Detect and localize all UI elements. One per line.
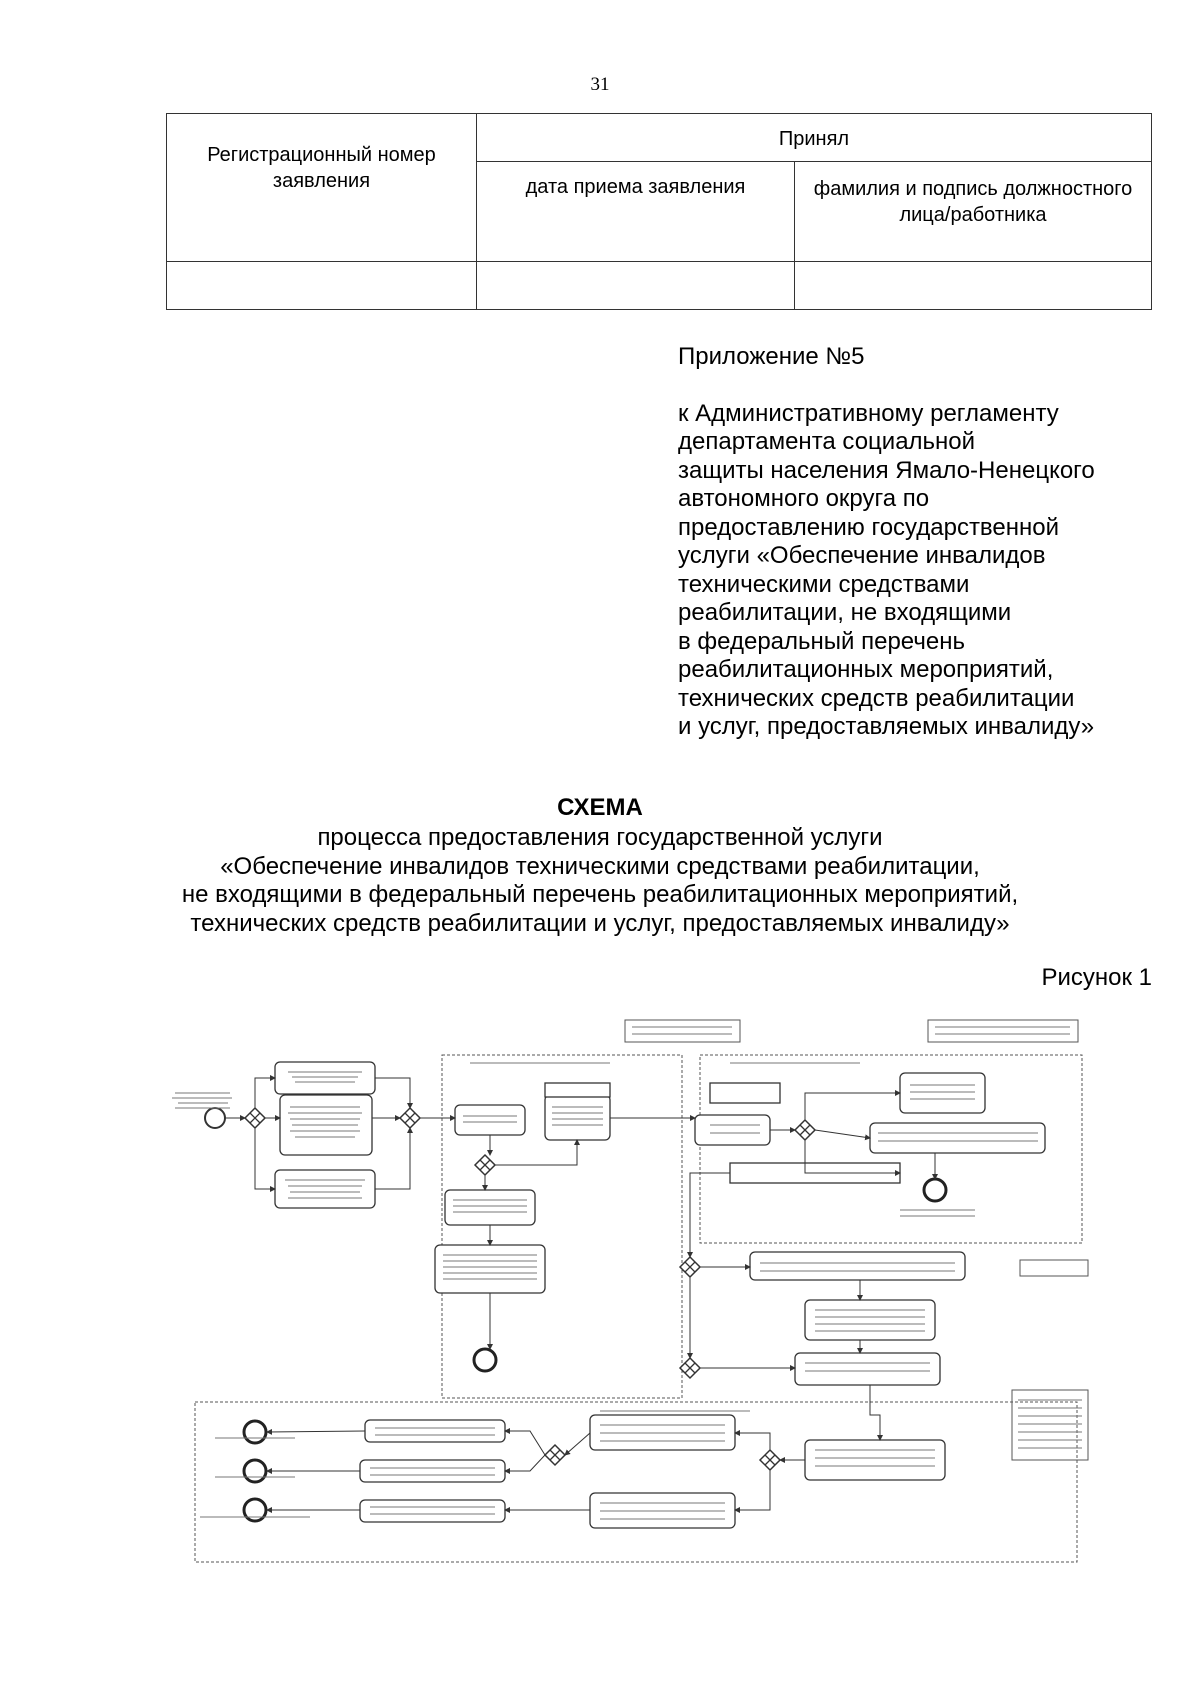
task-box (544, 1082, 611, 1098)
end-event-icon (242, 1419, 268, 1445)
lane-container (441, 1054, 683, 1399)
task-box (359, 1499, 506, 1523)
appendix-line: к Административному регламенту (678, 399, 1059, 427)
process-flow-diagram (172, 1019, 1089, 1563)
appendix-line: и услуг, предоставляемых инвалиду» (678, 713, 1095, 740)
task-box (544, 1094, 611, 1141)
scheme-subtitle: процесса предоставления государственной … (0, 824, 1200, 938)
end-event-icon (472, 1347, 498, 1373)
end-event-icon (922, 1177, 948, 1203)
appendix-line: реабилитации, не входящими (678, 599, 1012, 626)
task-box (434, 1244, 546, 1294)
task-box (709, 1082, 781, 1104)
appendix-line: в федеральный перечень (678, 627, 965, 655)
figure-label: Рисунок 1 (1041, 964, 1152, 991)
task-box (274, 1061, 376, 1095)
task-box (899, 1072, 986, 1114)
callout-box (1019, 1259, 1089, 1277)
scheme-subtitle-line: технических средств реабилитации и услуг… (190, 909, 1010, 937)
task-box (444, 1189, 536, 1226)
lane-container (194, 1401, 1078, 1563)
date-header: дата приема заявления (476, 161, 795, 262)
registration-number-header: Регистрационный номер заявления (166, 113, 477, 262)
task-box (359, 1459, 506, 1483)
appendix-line: автономного округа по (678, 485, 930, 512)
appendix-line: техническими средствами (678, 570, 970, 598)
callout-box (1011, 1389, 1089, 1461)
accepted-header: Принял (476, 113, 1152, 162)
task-box (364, 1419, 506, 1443)
table-cell (476, 261, 795, 310)
end-event-icon (242, 1497, 268, 1523)
appendix-line: технических средств реабилитации (678, 684, 1075, 712)
appendix-line: департамента социальной (678, 428, 976, 455)
scheme-subtitle-line: процесса предоставления государственной … (317, 824, 883, 851)
task-box (804, 1439, 946, 1481)
appendix-line: услуги «Обеспечение инвалидов (678, 542, 1046, 569)
start-event-icon (204, 1107, 226, 1129)
scheme-title: СХЕМА (557, 794, 643, 821)
page-number: 31 (590, 74, 610, 95)
task-box (454, 1104, 526, 1136)
table-cell (166, 261, 477, 310)
callout-box (624, 1019, 741, 1043)
task-box (694, 1114, 771, 1146)
scheme-subtitle-line: «Обеспечение инвалидов техническими сред… (220, 852, 980, 880)
signature-header: фамилия и подпись должностного лица/рабо… (794, 161, 1152, 262)
appendix-line: реабилитационных мероприятий, (678, 656, 1054, 683)
scheme-subtitle-line: не входящими в федеральный перечень реаб… (181, 881, 1019, 908)
lane-container (699, 1054, 1083, 1244)
end-event-icon (242, 1458, 268, 1484)
table-cell (794, 261, 1152, 310)
task-box (749, 1251, 966, 1281)
callout-box (927, 1019, 1079, 1043)
task-box (274, 1169, 376, 1209)
appendix-block: Приложение №5 к Административному реглам… (678, 343, 1178, 742)
appendix-line: защиты населения Ямало-Ненецкого (678, 456, 1095, 484)
registration-table: Регистрационный номер заявления Принял д… (166, 113, 1152, 310)
task-box (804, 1299, 936, 1341)
appendix-number: Приложение №5 (678, 343, 865, 370)
appendix-line: предоставлению государственной (678, 513, 1060, 541)
task-box (869, 1122, 1046, 1154)
task-box (794, 1352, 941, 1386)
